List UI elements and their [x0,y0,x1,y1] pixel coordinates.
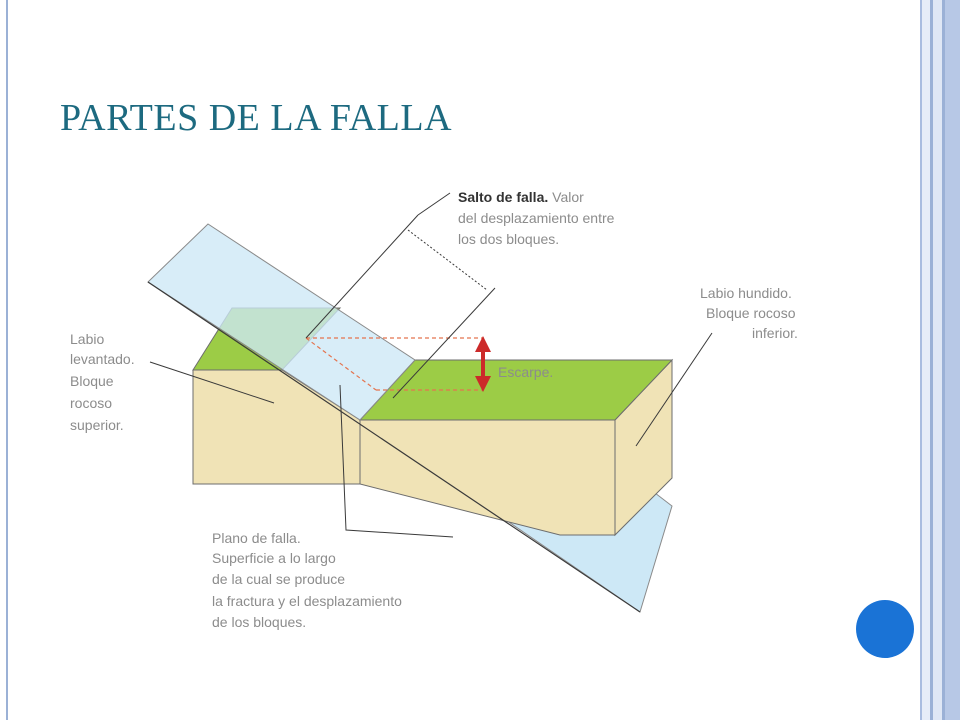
escarpe-arrow-head-up [475,336,491,352]
escarpe-arrow-head-down [475,376,491,392]
slide-bullet-circle [856,600,914,658]
salto-label-line1: Salto de falla. Valor [458,189,584,205]
slide-frame-left [0,0,8,720]
plano-line4: la fractura y el desplazamiento [212,593,402,609]
slide-frame-right [918,0,960,720]
slide-title: PARTES DE LA FALLA [60,97,453,139]
labio-levantado-line4: rocoso [70,395,112,411]
labio-levantado-title2: levantado. [70,351,135,367]
labio-levantado-line5: superior. [70,417,124,433]
labio-hundido-title: Labio hundido. [700,285,792,301]
escarpe-label: Escarpe. [498,364,553,380]
salto-dotted-line [407,229,488,291]
labio-hundido-line3: inferior. [752,325,798,341]
plano-title: Plano de falla. [212,530,301,546]
labio-levantado-line3: Bloque [70,373,114,389]
salto-label-line2: del desplazamiento entre [458,210,615,226]
right-block-front [359,419,616,536]
plano-leader [339,384,454,538]
salto-label-line3: los dos bloques. [458,231,559,247]
salto-leader [417,192,451,216]
plano-line2: Superficie a lo largo [212,550,336,566]
fault-line [147,281,641,613]
plano-line5: de los bloques. [212,614,306,630]
salto-line-right [392,287,496,399]
salto-line-left [305,214,419,339]
escarpe-guide-diagonal [305,337,377,391]
labio-hundido-line2: Bloque rocoso [706,305,796,321]
labio-hundido-leader [635,332,713,447]
labio-levantado-leader [149,361,275,404]
plano-line3: de la cual se produce [212,571,345,587]
fault-plane-upper [147,223,416,421]
labio-levantado-title1: Labio [70,331,104,347]
